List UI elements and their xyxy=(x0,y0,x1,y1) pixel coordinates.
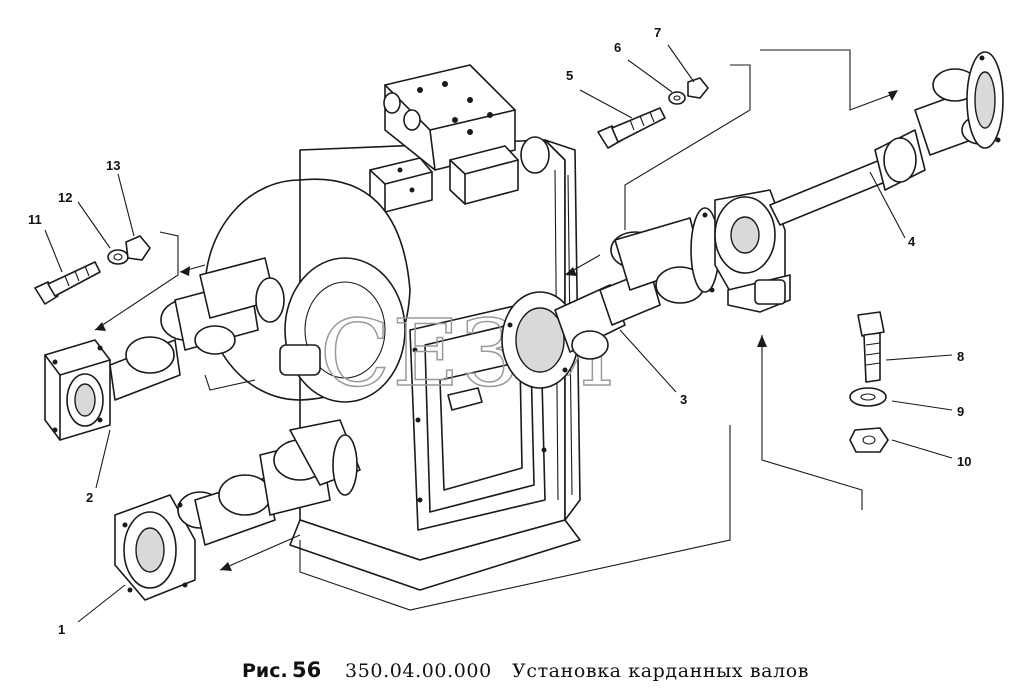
callout-1: 1 xyxy=(58,622,65,637)
callout-12: 12 xyxy=(58,190,72,205)
intermediate-support xyxy=(714,189,791,313)
cardan-shaft-2 xyxy=(44,257,285,441)
callout-labels: 1 2 3 4 5 6 7 8 9 10 11 12 13 xyxy=(28,25,971,637)
fastener-nut-7 xyxy=(687,77,709,99)
cardan-shaft-1 xyxy=(114,419,361,601)
leader-lines xyxy=(44,44,953,623)
fastener-washer-12 xyxy=(107,249,129,265)
callout-13: 13 xyxy=(106,158,120,173)
callout-7: 7 xyxy=(654,25,661,40)
fastener-bolt-11 xyxy=(34,261,101,305)
fastener-nut-10 xyxy=(849,427,889,453)
callout-8: 8 xyxy=(957,349,964,364)
callout-3: 3 xyxy=(680,392,687,407)
caption-prefix: Рис. xyxy=(242,660,288,682)
fastener-washer-9 xyxy=(849,387,887,407)
callout-9: 9 xyxy=(957,404,964,419)
caption-code: 350.04.00.000 xyxy=(345,660,492,682)
caption-title: Установка карданных валов xyxy=(512,660,809,682)
fastener-bolt-5 xyxy=(597,107,666,149)
figure-caption: Рис. 56 350.04.00.000 Установка карданны… xyxy=(242,658,809,682)
callout-10: 10 xyxy=(957,454,971,469)
fastener-nut-13 xyxy=(125,235,151,261)
callout-2: 2 xyxy=(86,490,93,505)
cardan-shaft-3 xyxy=(501,207,720,389)
callout-6: 6 xyxy=(614,40,621,55)
gearbox-housing xyxy=(204,64,581,591)
callout-11: 11 xyxy=(28,212,42,227)
caption-number: 56 xyxy=(292,658,321,682)
assembly-guide-lines xyxy=(94,49,898,611)
callout-5: 5 xyxy=(566,68,573,83)
callout-4: 4 xyxy=(908,234,916,249)
cardan-shaft-4 xyxy=(769,51,1004,226)
fastener-washer-6 xyxy=(668,91,686,105)
fastener-bolt-8 xyxy=(857,311,885,383)
